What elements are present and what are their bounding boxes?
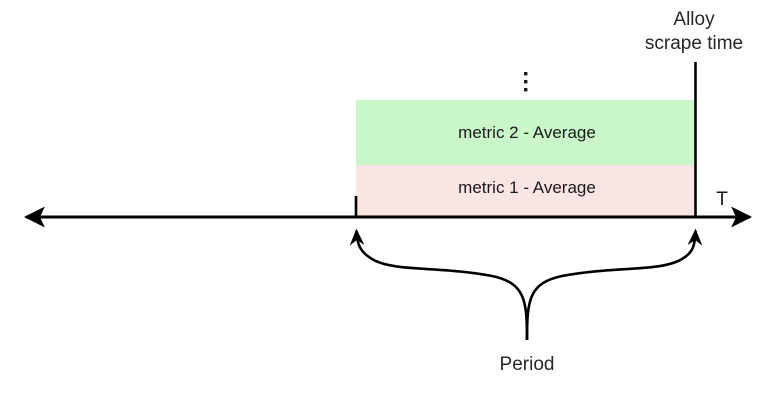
metric-1-label: metric 1 - Average <box>458 178 596 197</box>
period-brace-left <box>349 228 529 341</box>
scrape-time-label-line1: Alloy <box>673 9 715 30</box>
metric-2-label: metric 2 - Average <box>458 123 596 142</box>
axis-label-t: T <box>716 189 728 210</box>
ellipsis-icon <box>524 72 528 92</box>
metric-2-block <box>356 100 695 165</box>
period-label: Period <box>500 354 555 375</box>
period-brace-right <box>525 228 703 341</box>
scrape-time-label-line2: scrape time <box>645 33 743 54</box>
